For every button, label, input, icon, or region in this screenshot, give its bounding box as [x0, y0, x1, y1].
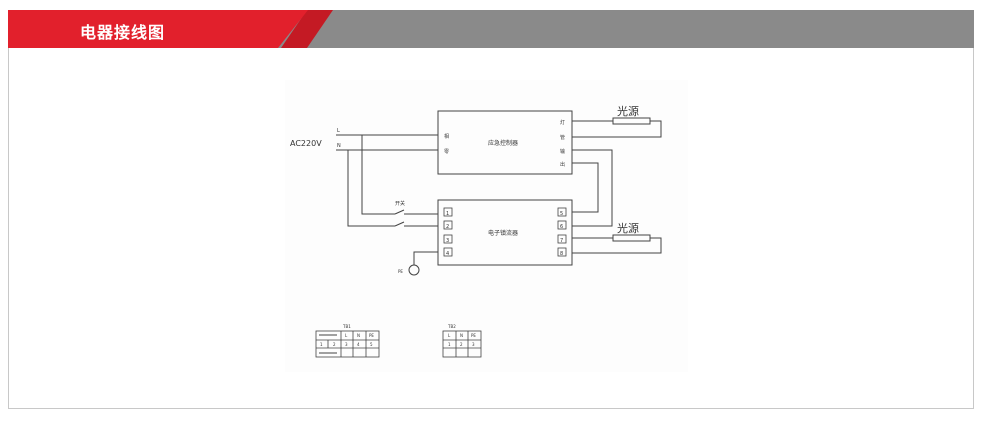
light-2-label: 光源 [617, 221, 639, 235]
cell: N [357, 333, 360, 338]
pe-label: PE [398, 269, 403, 274]
controller-terminal: 灯 [560, 119, 565, 126]
terminal-label: 1 [446, 211, 449, 217]
power-label: AC220V [290, 139, 322, 148]
l-mark: L [337, 128, 340, 134]
emergency-controller-box [437, 110, 573, 175]
switch-icon [394, 209, 405, 227]
terminal-label: 7 [560, 238, 563, 244]
light-2-tube [612, 234, 651, 242]
header-tab [8, 10, 308, 48]
cell: 2 [333, 342, 336, 347]
cell: PE [471, 333, 476, 338]
terminal-label: 5 [560, 211, 563, 217]
cell: 3 [345, 342, 348, 347]
terminal-label: 3 [446, 238, 449, 244]
cell: 1 [320, 342, 323, 347]
controller-ballast-wires [572, 149, 613, 227]
light-2-wires [572, 237, 662, 254]
cell: 3 [472, 342, 475, 347]
ballast-box [437, 199, 573, 266]
controller-label: 应急控制器 [488, 139, 518, 147]
tb1-table: TB1 L N PE 1 2 3 4 5 [315, 324, 380, 358]
controller-terminal: 输 [560, 148, 565, 155]
power-lines [336, 134, 438, 151]
controller-terminal: 管 [560, 134, 565, 141]
cell: 2 [460, 342, 463, 347]
cell: 1 [448, 342, 451, 347]
cell: 5 [370, 342, 373, 347]
cell: L [345, 333, 348, 338]
tb2-table: TB2 L N PE 1 2 3 [442, 324, 482, 358]
section-title: 电器接线图 [80, 23, 166, 42]
tb2-title: TB2 [447, 324, 456, 329]
n-mark: N [337, 143, 341, 149]
terminal-label: 2 [446, 224, 449, 230]
terminal-label: 4 [446, 251, 449, 257]
terminal-label: 6 [560, 224, 563, 230]
ballast-label: 电子镇流器 [488, 229, 518, 237]
ballast-terminals [443, 207, 567, 257]
controller-terminal: 零 [444, 149, 449, 155]
cell: L [448, 333, 451, 338]
terminal-label: 8 [560, 251, 563, 257]
switch-label: 开关 [395, 200, 405, 207]
pe-wire [413, 251, 438, 265]
light-1-label: 光源 [617, 104, 639, 118]
ground-icon [408, 264, 420, 276]
cell: PE [369, 333, 374, 338]
switch-wires [347, 135, 438, 227]
light-1-wires [572, 120, 662, 138]
controller-terminal: 出 [560, 161, 565, 168]
light-1-tube [612, 117, 651, 125]
cell: N [460, 333, 463, 338]
tb1-title: TB1 [342, 324, 351, 329]
cell: 4 [357, 342, 360, 347]
controller-terminal: 相 [444, 133, 449, 140]
